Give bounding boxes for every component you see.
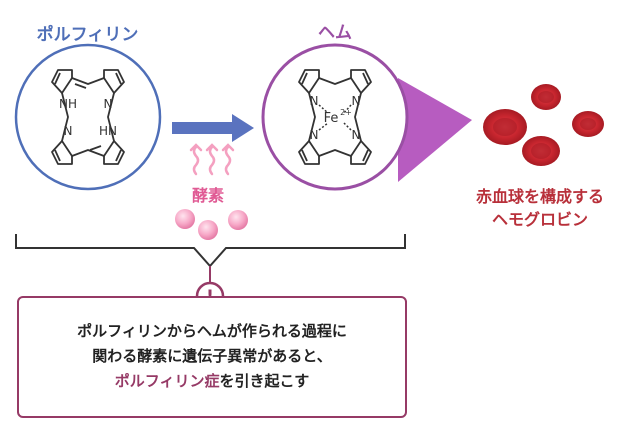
rbc-cell	[572, 111, 604, 137]
rbc-caption: 赤血球を構成する ヘモグロビン	[455, 185, 625, 231]
rbc-caption-line1: 赤血球を構成する	[475, 187, 604, 206]
porphyrin-title: ポルフィリン	[36, 25, 139, 45]
note-line1: ポルフィリンからヘムが作られる過程に	[77, 322, 347, 340]
enzyme-label: 酵素	[191, 186, 224, 205]
heme-structure	[298, 69, 372, 165]
enzyme-ball	[228, 210, 248, 230]
heme-coordination-bonds	[318, 104, 352, 131]
enzyme-wave-arrows	[189, 143, 235, 176]
porphyrin-atom-n-top: N	[104, 97, 113, 111]
heme-molecule: N N N N Fe 2+	[261, 43, 409, 191]
note-line3-rest: を引き起こす	[219, 372, 310, 390]
heme-atom-n2: N	[352, 94, 361, 108]
note-highlight: ポルフィリン症	[114, 372, 220, 390]
zoom-wedge	[398, 78, 472, 182]
note-line3: ポルフィリン症を引き起こす	[17, 369, 407, 394]
rbc-cell	[483, 109, 527, 145]
rbc-cell	[522, 136, 560, 166]
note-line2: 関わる酵素に遺伝子異常があると、	[92, 347, 332, 365]
porphyrin-molecule: NH N N HN	[14, 43, 162, 191]
rbc-caption-line2: ヘモグロビン	[491, 210, 588, 229]
porphyrin-atom-n-bottom: N	[64, 124, 73, 138]
note-box	[17, 296, 407, 418]
heme-iron-label: Fe	[324, 111, 339, 126]
enzyme-ball	[198, 220, 218, 240]
heme-iron-charge: 2+	[340, 108, 352, 117]
enzyme-ball	[175, 209, 195, 229]
red-blood-cells	[483, 84, 604, 166]
porphyrin-atom-hn: HN	[99, 124, 117, 138]
heme-atom-n1: N	[310, 94, 319, 108]
conversion-arrow	[172, 114, 254, 142]
porphyrin-atom-nh: NH	[59, 97, 77, 111]
porphyrin-circle	[14, 43, 162, 191]
enzyme-balls	[175, 209, 248, 240]
porphyrin-structure	[51, 69, 125, 165]
heme-atom-n4: N	[352, 128, 361, 142]
heme-title: ヘム	[318, 23, 352, 43]
heme-atom-n3: N	[310, 128, 319, 142]
note-text: ポルフィリンからヘムが作られる過程に 関わる酵素に遺伝子異常があると、 ポルフィ…	[17, 319, 407, 394]
rbc-cell	[531, 84, 561, 110]
